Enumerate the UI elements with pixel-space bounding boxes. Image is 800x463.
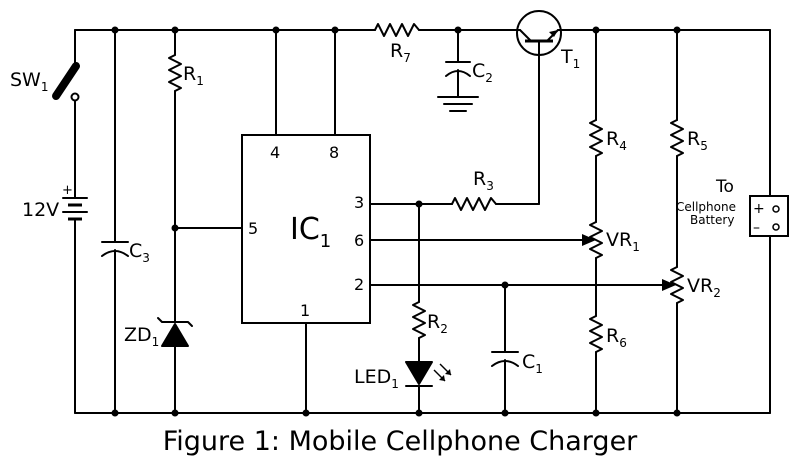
vr2-wiper-arrow xyxy=(662,279,676,291)
output-line2-label: Battery xyxy=(690,213,734,227)
led1-diode xyxy=(405,361,452,414)
t1-label: T1 xyxy=(560,46,580,71)
sw1-label: SW1 xyxy=(10,69,49,94)
c1-label: C1 xyxy=(522,351,543,376)
vr1-wiper-arrow xyxy=(582,234,596,246)
ic1-pin3: 3 xyxy=(354,193,364,212)
led1-label: LED1 xyxy=(354,366,399,391)
vr1-label: VR1 xyxy=(606,229,640,254)
vr1-potentiometer xyxy=(589,221,603,317)
connector-minus: – xyxy=(753,220,760,236)
junction-dots xyxy=(111,26,681,417)
vr2-label: VR2 xyxy=(687,275,721,300)
ic1-label: IC1 xyxy=(290,212,331,252)
r1-resistor xyxy=(168,29,182,311)
zd1-label: ZD1 xyxy=(124,324,159,349)
ic1-pin1: 1 xyxy=(300,301,310,320)
r4-resistor xyxy=(589,29,603,223)
r4-label: R4 xyxy=(606,128,627,153)
c1-capacitor xyxy=(491,284,519,414)
vr2-potentiometer xyxy=(670,266,684,414)
r5-resistor xyxy=(670,29,684,268)
connector-minus-terminal xyxy=(772,223,780,231)
ground-symbol xyxy=(437,96,479,112)
r1-label: R1 xyxy=(183,63,204,88)
battery-connector xyxy=(749,195,789,237)
ic1-pin4: 4 xyxy=(270,143,280,162)
r7-label: R7 xyxy=(390,40,411,65)
r7-resistor xyxy=(374,23,420,37)
c2-capacitor xyxy=(445,29,471,98)
c3-label: C3 xyxy=(129,240,150,265)
output-to-label: To xyxy=(715,177,734,197)
r6-resistor xyxy=(589,315,603,414)
c2-label: C2 xyxy=(472,60,493,85)
figure-caption: Figure 1: Mobile Cellphone Charger xyxy=(162,426,638,457)
t1-transistor xyxy=(516,10,562,205)
r3-label: R3 xyxy=(473,168,494,193)
c3-capacitor xyxy=(101,29,129,414)
r2-label: R2 xyxy=(427,311,448,336)
ic1-pin2: 2 xyxy=(354,275,364,294)
r2-resistor xyxy=(412,203,426,363)
output-line1-label: Cellphone xyxy=(676,200,736,214)
sw1-switch xyxy=(52,29,80,199)
connector-plus: + xyxy=(753,201,765,217)
r6-label: R6 xyxy=(606,325,627,350)
battery-symbol xyxy=(62,197,88,414)
ic1-pin5: 5 xyxy=(248,219,258,238)
zd1-zener-diode xyxy=(157,309,193,414)
r5-label: R5 xyxy=(687,128,708,153)
ic1-pin6: 6 xyxy=(354,231,364,250)
ic1-pin8: 8 xyxy=(329,143,339,162)
connector-plus-terminal xyxy=(772,205,780,213)
battery-plus: + xyxy=(62,183,73,198)
battery-voltage-label: 12V xyxy=(22,199,59,221)
r3-resistor xyxy=(451,197,540,211)
